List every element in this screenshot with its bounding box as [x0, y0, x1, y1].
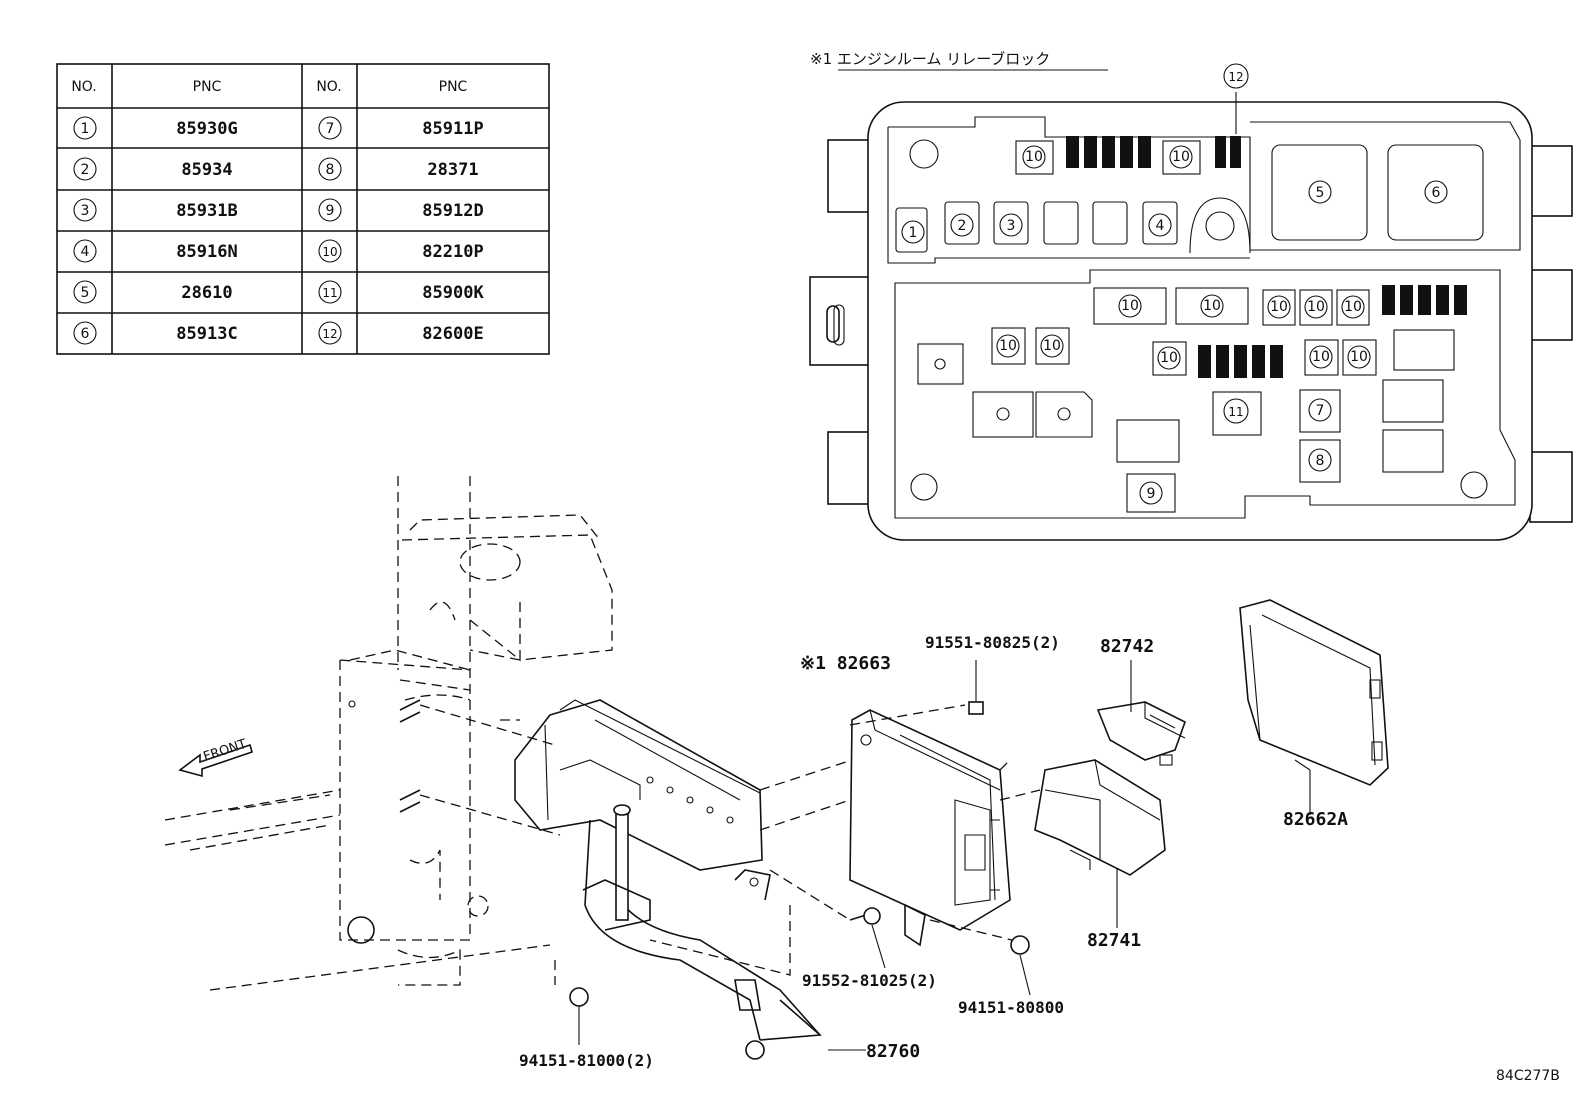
svg-text:10: 10	[1203, 298, 1221, 314]
callout-8: 8	[1316, 453, 1325, 469]
svg-text:28371: 28371	[427, 160, 478, 180]
part-labels: ※1 82663 91551-80825(2) 82742 82662A 827…	[519, 633, 1348, 1070]
svg-text:10: 10	[999, 338, 1017, 354]
label-94151-80800: 94151-80800	[958, 998, 1064, 1017]
callout-11: 11	[1228, 405, 1243, 419]
svg-text:10: 10	[1350, 349, 1368, 365]
connector-82741	[1034, 759, 1166, 928]
svg-text:10: 10	[1172, 149, 1190, 165]
callout-9: 9	[1147, 486, 1156, 502]
label-82663: ※1 82663	[800, 653, 891, 674]
svg-text:10: 10	[1270, 299, 1288, 315]
svg-text:10: 10	[1043, 338, 1061, 354]
svg-text:82600E: 82600E	[422, 324, 483, 344]
svg-text:9: 9	[326, 203, 335, 219]
body-structure	[164, 476, 613, 991]
svg-text:11: 11	[322, 286, 337, 300]
svg-text:10: 10	[1121, 298, 1139, 314]
relay-block-title: ※1 エンジンルーム リレーブロック	[810, 50, 1050, 68]
table-row: 1 85930G 7 85911P	[81, 119, 484, 139]
svg-text:82210P: 82210P	[422, 242, 483, 262]
svg-text:10: 10	[1312, 349, 1330, 365]
svg-text:85916N: 85916N	[176, 242, 237, 262]
svg-text:2: 2	[81, 162, 90, 178]
callout-3: 3	[1007, 218, 1016, 234]
svg-text:10: 10	[1344, 299, 1362, 315]
header-no-right: NO.	[316, 79, 341, 95]
svg-text:85930G: 85930G	[176, 119, 237, 139]
svg-text:6: 6	[81, 326, 90, 342]
svg-text:85913C: 85913C	[176, 324, 237, 344]
svg-text:85900K: 85900K	[422, 283, 484, 303]
callout-7: 7	[1316, 403, 1325, 419]
label-82662A: 82662A	[1283, 809, 1348, 830]
table-row: 6 85913C 12 82600E	[81, 324, 484, 344]
relay-housing-82663	[849, 709, 1011, 947]
fasteners	[569, 660, 1031, 1045]
header-pnc-left: PNC	[193, 79, 222, 95]
svg-text:3: 3	[81, 203, 90, 219]
callout-10-group: 10 10 10 10 10 10 10 10 10 10 10 10	[999, 149, 1368, 366]
header-pnc-right: PNC	[439, 79, 468, 95]
svg-text:10: 10	[1160, 350, 1178, 366]
label-91552-81025: 91552-81025(2)	[802, 971, 937, 990]
svg-text:7: 7	[326, 121, 335, 137]
label-94151-81000: 94151-81000(2)	[519, 1051, 654, 1070]
svg-text:85912D: 85912D	[422, 201, 483, 221]
front-arrow-icon: FRONT	[178, 737, 253, 778]
svg-text:85934: 85934	[181, 160, 232, 180]
figure-code: 84C277B	[1496, 1068, 1560, 1084]
table-row: 2 85934 8 28371	[81, 160, 479, 180]
svg-text:1: 1	[81, 121, 90, 137]
svg-text:5: 5	[81, 285, 90, 301]
svg-text:4: 4	[81, 244, 90, 260]
cover-82662A	[1239, 599, 1389, 815]
svg-text:10: 10	[1307, 299, 1325, 315]
assembly-lines	[419, 704, 1041, 985]
label-82742: 82742	[1100, 636, 1154, 657]
svg-text:85911P: 85911P	[422, 119, 483, 139]
label-91551-80825: 91551-80825(2)	[925, 633, 1060, 652]
relay-block: ※1 エンジンルーム リレーブロック	[809, 50, 1573, 541]
table-row: 3 85931B 9 85912D	[81, 201, 484, 221]
callout-4: 4	[1156, 218, 1165, 234]
callout-6: 6	[1432, 185, 1441, 201]
label-82760: 82760	[866, 1041, 920, 1062]
table-row: 5 28610 11 85900K	[81, 283, 485, 303]
svg-text:8: 8	[326, 162, 335, 178]
table-row: 4 85916N 10 82210P	[81, 242, 484, 262]
header-no-left: NO.	[71, 79, 96, 95]
callout-12: 12	[1228, 70, 1243, 84]
svg-text:10: 10	[1025, 149, 1043, 165]
connector-82742	[1096, 660, 1186, 766]
bracket-82760	[514, 699, 866, 1060]
callout-5: 5	[1316, 185, 1325, 201]
callout-1: 1	[909, 225, 918, 241]
label-82741: 82741	[1087, 930, 1141, 951]
callout-2: 2	[958, 218, 967, 234]
pnc-table: NO. PNC NO. PNC 1 85930G 7 85911P 2 8593…	[56, 63, 550, 355]
svg-text:85931B: 85931B	[176, 201, 237, 221]
svg-text:28610: 28610	[181, 283, 232, 303]
svg-text:12: 12	[322, 327, 337, 341]
svg-text:10: 10	[322, 245, 337, 259]
